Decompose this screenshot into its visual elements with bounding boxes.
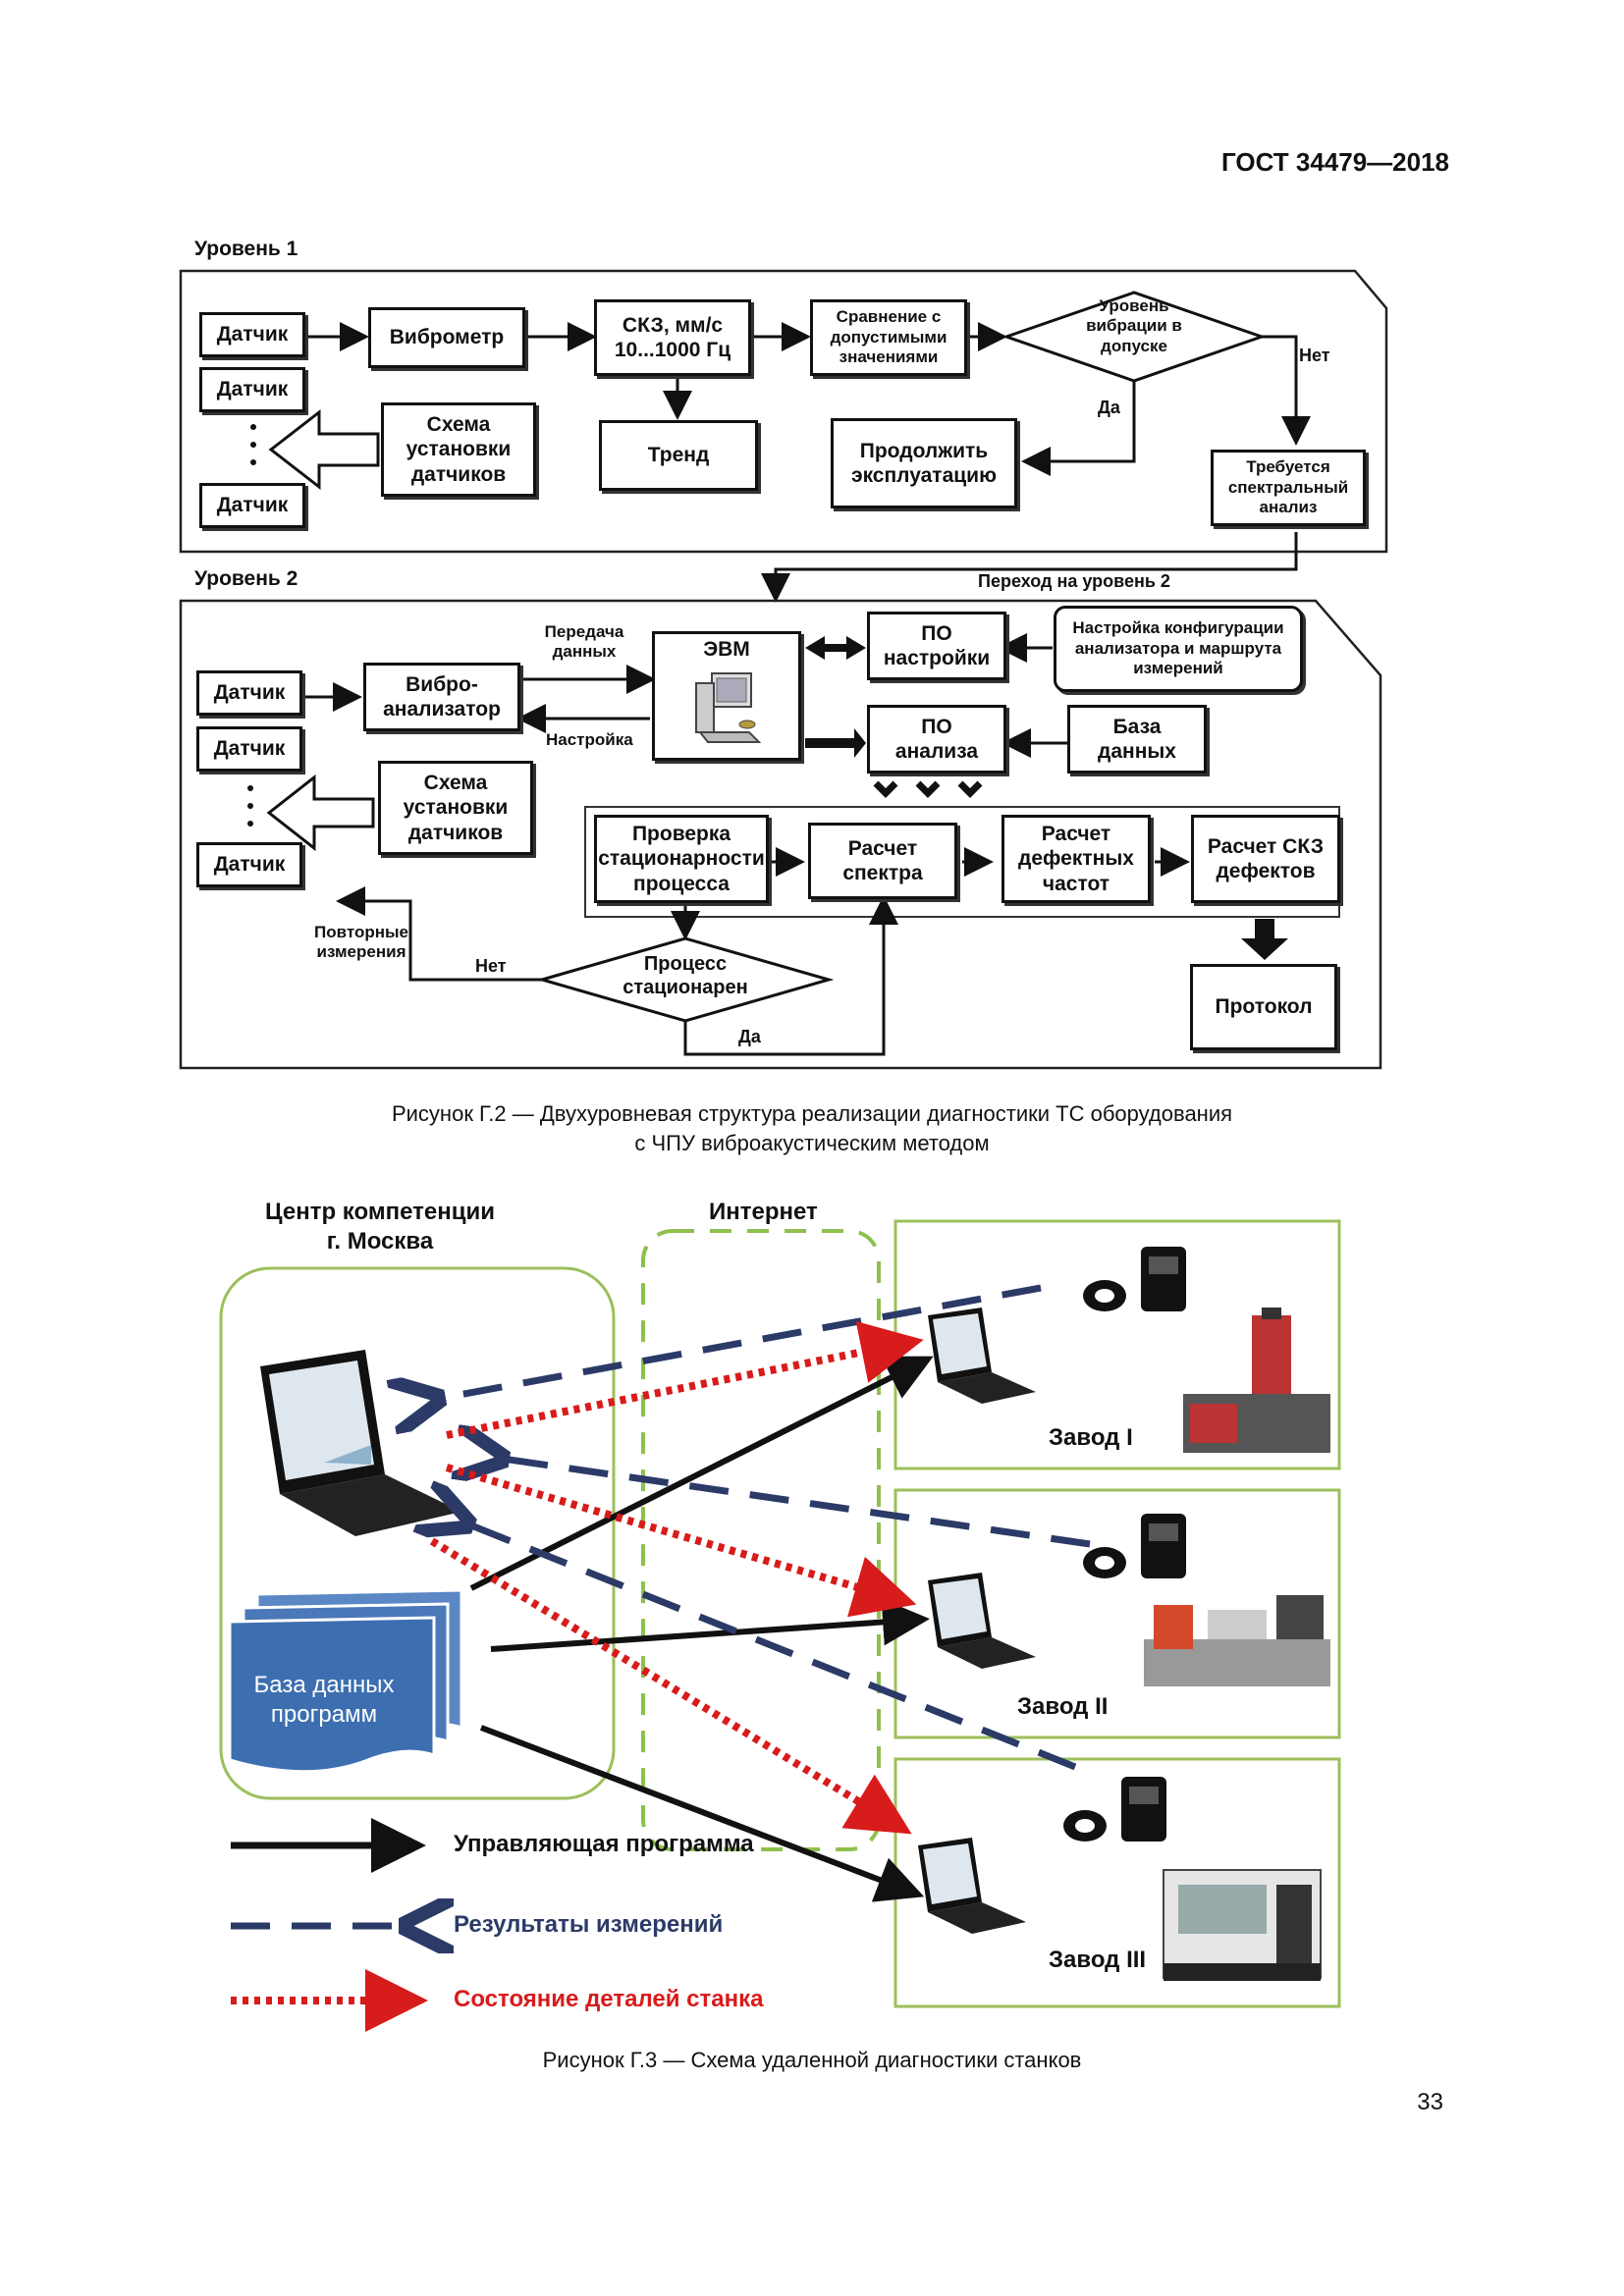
level2-title: Уровень 2 [194, 567, 298, 590]
evm-box: ЭВМ [652, 631, 801, 761]
process-label: Процесс стационарен [623, 953, 748, 998]
data-transfer-label: Передача данных [544, 622, 624, 662]
l1-sensor-ellipsis [250, 424, 256, 430]
factory1-analyzer-icon [1083, 1247, 1186, 1311]
legend-machine-state: Состояние деталей станка [454, 1986, 764, 2012]
rms-box: СКЗ, мм/с 10...1000 Гц [594, 299, 751, 376]
fig2-connectors [179, 269, 1388, 603]
factory1-label: Завод I [1049, 1424, 1133, 1451]
decision-label: Уровень вибрации в допуске [1086, 296, 1182, 355]
computer-icon [695, 672, 762, 743]
l1-sensor-3: Датчик [199, 483, 305, 528]
fig2-caption-line1: Рисунок Г.2 — Двухуровневая структура ре… [391, 1101, 1233, 1126]
level1-title: Уровень 1 [194, 238, 298, 260]
factory2-laptop-icon [928, 1573, 1036, 1669]
l2-sensor-1: Датчик [196, 670, 302, 716]
l1-scheme-box: Схема установки датчиков [381, 402, 536, 497]
factory3-laptop-icon [918, 1838, 1026, 1934]
center-title: Центр компетенции г. Москва [265, 1199, 495, 1255]
page-number: 33 [1417, 2089, 1443, 2115]
evm-label: ЭВМ [703, 638, 750, 661]
l1-sensor-1: Датчик [199, 312, 305, 357]
factory3-analyzer-icon [1063, 1777, 1166, 1842]
goto-level2-label: Переход на уровень 2 [978, 571, 1170, 591]
trend-box: Тренд [599, 420, 758, 491]
l2-sensor-ellipsis [247, 785, 253, 791]
factory2-label: Завод II [1017, 1693, 1109, 1720]
cnc-lathe-icon [1163, 1869, 1322, 1981]
database-box: База данных [1067, 705, 1207, 774]
fig3-diagram [219, 1219, 1341, 2032]
l2-sensor-2: Датчик [196, 726, 302, 772]
config-box: Настройка конфигурации анализатора и мар… [1054, 606, 1303, 692]
protocol-box: Протокол [1190, 964, 1337, 1050]
lathe-icon [1144, 1595, 1330, 1686]
setup-label: Настройка [546, 730, 633, 749]
l2-sensor-3: Датчик [196, 842, 302, 887]
defect-freq-box: Расчет дефектных частот [1001, 815, 1151, 903]
internet-label: Интернет [709, 1199, 818, 1225]
spectrum-box: Расчет спектра [808, 823, 957, 899]
repeat-label: Повторные измерения [314, 923, 408, 962]
factory2-analyzer-icon [1083, 1514, 1186, 1578]
db-programs-label: База данных программ [253, 1672, 395, 1728]
stationarity-box: Проверка стационарности процесса [594, 815, 769, 903]
vibro-analyzer-box: Вибро- анализатор [363, 663, 520, 731]
po-analysis-box: ПО анализа [867, 705, 1006, 774]
continue-box: Продолжить эксплуатацию [831, 418, 1017, 508]
po-settings-box: ПО настройки [867, 612, 1006, 680]
l2-yes-label: Да [738, 1027, 761, 1046]
l2-scheme-box: Схема установки датчиков [378, 761, 533, 855]
database-icon [228, 1588, 463, 1774]
l2-no-label: Нет [475, 956, 507, 976]
factory1-laptop-icon [928, 1308, 1036, 1404]
l1-no-label: Нет [1299, 346, 1330, 365]
defect-rms-box: Расчет СКЗ дефектов [1191, 815, 1340, 903]
factory3-label: Завод III [1049, 1947, 1147, 1973]
compare-box: Сравнение с допустимыми значениями [810, 299, 967, 376]
spectral-box: Требуется спектральный анализ [1211, 450, 1366, 526]
fig2-caption-line2: с ЧПУ виброакустическим методом [634, 1131, 990, 1155]
legend-control-program: Управляющая программа [454, 1831, 754, 1857]
vibrometer-box: Виброметр [368, 307, 525, 368]
legend-measurements: Результаты измерений [454, 1911, 724, 1938]
center-laptop-icon [260, 1350, 461, 1536]
fig3-caption: Рисунок Г.3 — Схема удаленной диагностик… [542, 2048, 1082, 2072]
standard-number: ГОСТ 34479—2018 [1221, 147, 1449, 177]
milling-machine-icon [1183, 1308, 1330, 1453]
l1-sensor-2: Датчик [199, 367, 305, 412]
l1-yes-label: Да [1098, 398, 1120, 417]
